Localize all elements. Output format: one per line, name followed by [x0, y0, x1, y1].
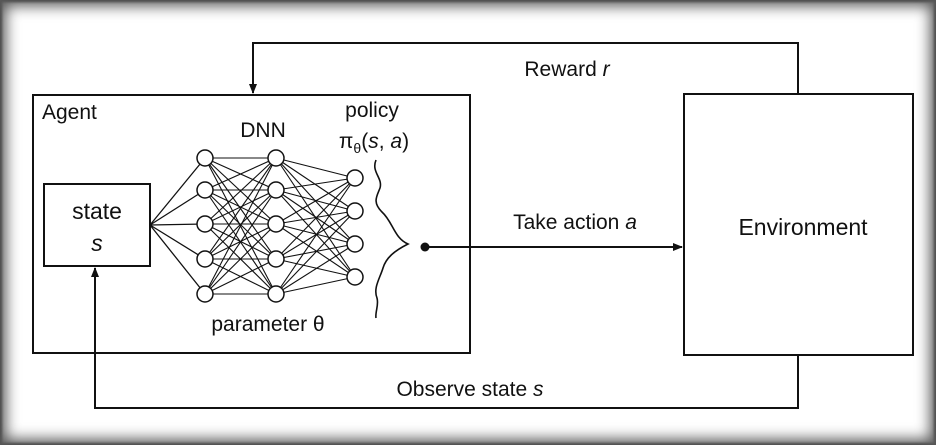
network-connection — [275, 243, 356, 260]
network-connection — [204, 157, 277, 225]
network-connection — [275, 157, 356, 179]
dnn-label: DNN — [240, 119, 286, 142]
network-connection — [275, 210, 356, 260]
network-connection — [204, 157, 277, 295]
observe-text: Observe state — [396, 378, 533, 401]
neuron — [196, 285, 214, 303]
reward-arrow — [249, 42, 799, 94]
reward-label: Reward r — [524, 58, 610, 81]
state-label: state — [72, 198, 122, 224]
network-connection — [275, 177, 356, 191]
neuron — [267, 149, 285, 167]
input-connection — [149, 224, 206, 295]
network-connection — [275, 276, 356, 295]
output-neuron — [346, 268, 364, 286]
policy-open-paren: ( — [361, 130, 368, 153]
state-symbol: s — [91, 230, 103, 256]
output-neuron — [346, 235, 364, 253]
policy-label: policy — [345, 99, 399, 122]
policy-pi: π — [339, 130, 354, 153]
action-label: Take action a — [513, 211, 637, 234]
reward-text: Reward — [524, 58, 602, 81]
policy-distribution-curve — [374, 159, 410, 319]
neuron — [267, 250, 285, 268]
network-connection — [204, 189, 277, 295]
state-box — [43, 183, 151, 267]
output-neuron — [346, 202, 364, 220]
policy-close-paren: ) — [402, 130, 409, 153]
network-connection — [275, 223, 356, 245]
input-connection — [149, 223, 206, 226]
network-connection — [204, 189, 277, 260]
action-symbol: a — [625, 211, 637, 234]
parameter-label: parameter θ — [211, 313, 324, 336]
neuron — [196, 181, 214, 199]
network-connection — [275, 177, 356, 295]
neuron — [196, 250, 214, 268]
input-connection — [149, 157, 206, 226]
output-neuron — [346, 169, 364, 187]
neuron — [267, 285, 285, 303]
policy-formula: πθ(s, a) — [339, 130, 409, 156]
observe-label: Observe state s — [396, 378, 544, 401]
network-connection — [275, 223, 356, 278]
network-connection — [275, 258, 356, 278]
neural-network — [196, 149, 364, 303]
network-connection — [275, 177, 356, 260]
input-connection — [149, 224, 206, 260]
action-text: Take action — [513, 211, 625, 234]
environment-label: Environment — [738, 214, 868, 240]
network-connection — [275, 177, 356, 225]
network-connection — [275, 210, 356, 225]
network-connection — [204, 258, 277, 295]
network-connection — [204, 223, 277, 295]
network-connection — [275, 210, 356, 295]
network-connection — [204, 157, 277, 191]
policy-separator: , — [379, 130, 391, 153]
agent-label: Agent — [42, 101, 97, 124]
network-connections — [149, 157, 356, 295]
policy-theta-subscript: θ — [353, 140, 361, 156]
network-connection — [204, 157, 277, 260]
neuron — [196, 149, 214, 167]
reward-symbol: r — [603, 58, 611, 81]
observe-symbol: s — [533, 378, 544, 401]
input-connection — [149, 189, 206, 226]
policy-arg-a: a — [390, 130, 402, 153]
network-connection — [204, 189, 277, 225]
observe-state-arrow — [91, 267, 799, 409]
neuron — [267, 181, 285, 199]
agent-box — [32, 94, 471, 354]
policy-arg-s: s — [368, 130, 379, 153]
network-connection — [275, 243, 356, 295]
neuron — [267, 215, 285, 233]
neuron — [196, 215, 214, 233]
